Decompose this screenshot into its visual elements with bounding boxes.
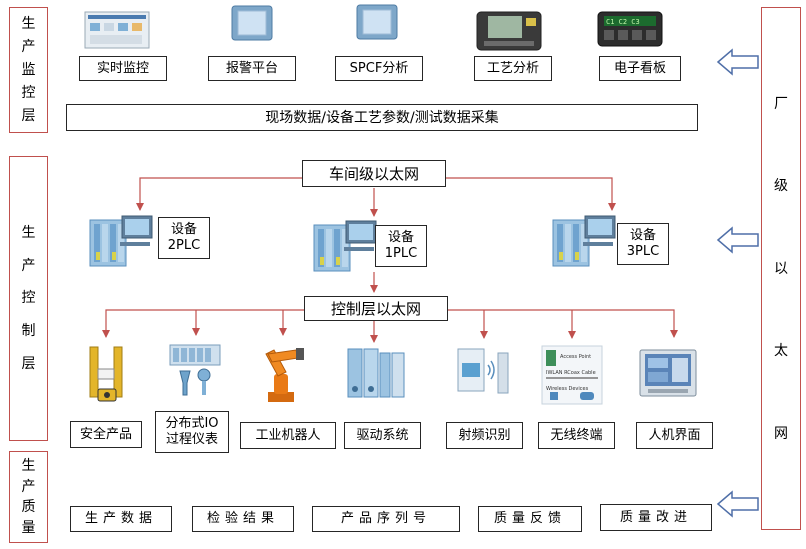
- layer-monitor: 生 产 监 控 层: [9, 7, 48, 133]
- plc3-label: 设备 3PLC: [617, 223, 669, 265]
- drive-system-icon: [347, 348, 405, 398]
- quality-item: 质量反馈: [478, 506, 582, 532]
- rfid-icon: [457, 348, 509, 394]
- factory-char: 级: [774, 178, 788, 194]
- svg-text:C1 C2 C3: C1 C2 C3: [606, 18, 640, 26]
- layer-quality: 生 产 质 量: [9, 451, 48, 543]
- arrow-monitor-icon: [716, 48, 759, 76]
- monitor-item: SPCF分析: [335, 56, 423, 81]
- hmi-icon: [639, 349, 697, 397]
- layer-char: 产: [21, 257, 36, 274]
- layer-char: 生: [21, 224, 36, 241]
- control-item: 安全产品: [70, 421, 142, 448]
- control-item: 工业机器人: [240, 422, 336, 449]
- layer-char: 制: [21, 323, 36, 340]
- control-item: 射频识别: [446, 422, 523, 449]
- control-item-line: 分布式IO: [165, 416, 219, 431]
- control-item: 人机界面: [636, 422, 713, 449]
- spcf-analysis-icon: [356, 4, 398, 40]
- plc-line: 设备: [170, 222, 197, 237]
- layer-char: 生: [21, 457, 36, 474]
- layer-control: 生 产 控 制 层: [9, 156, 48, 441]
- safety-product-icon: [89, 346, 123, 402]
- layer-char: 产: [21, 478, 36, 495]
- control-item: 无线终端: [538, 422, 615, 449]
- control-item: 驱动系统: [344, 422, 421, 449]
- alarm-platform-icon: [231, 5, 273, 41]
- collection-bar: 现场数据/设备工艺参数/测试数据采集: [66, 104, 698, 131]
- plc-line: 设备: [629, 228, 656, 243]
- layer-char: 量: [21, 520, 36, 537]
- monitor-item: 电子看板: [599, 56, 681, 81]
- layer-char: 层: [21, 108, 36, 124]
- plc-line: 3PLC: [626, 244, 660, 259]
- layer-char: 控: [21, 85, 36, 101]
- plc-line: 2PLC: [167, 238, 201, 253]
- layer-char: 产: [21, 39, 36, 55]
- wireless-terminal-icon: Access Point IWLAN RCoax Cable Wireless …: [541, 345, 603, 405]
- factory-ethernet: 厂 级 以 太 网: [761, 7, 801, 530]
- layer-char: 生: [21, 16, 36, 32]
- svg-text:Access Point: Access Point: [560, 354, 591, 360]
- monitor-item: 报警平台: [208, 56, 296, 81]
- quality-item: 质量改进: [600, 504, 712, 531]
- plc1-icon: [313, 220, 377, 272]
- plc2-icon: [89, 215, 153, 267]
- control-item: 分布式IO 过程仪表: [155, 411, 229, 453]
- svg-text:IWLAN RCoax Cable: IWLAN RCoax Cable: [546, 370, 596, 376]
- control-item-line: 过程仪表: [165, 432, 218, 447]
- plc-line: 设备: [387, 230, 414, 245]
- plc2-label: 设备 2PLC: [158, 217, 210, 259]
- monitor-item: 实时监控: [79, 56, 167, 81]
- layer-char: 质: [21, 499, 36, 516]
- factory-char: 以: [774, 260, 788, 277]
- electronic-board-icon: C1 C2 C3: [597, 11, 663, 47]
- arrow-control-icon: [716, 226, 759, 254]
- layer-char: 控: [21, 290, 36, 307]
- quality-item: 生产数据: [70, 506, 172, 532]
- plc3-icon: [552, 215, 616, 267]
- control-ethernet: 控制层以太网: [304, 296, 448, 321]
- layer-char: 监: [21, 62, 36, 78]
- process-analysis-icon: [476, 11, 542, 51]
- realtime-monitor-icon: [84, 11, 150, 49]
- industrial-robot-icon: [265, 348, 304, 402]
- monitor-item: 工艺分析: [474, 56, 552, 81]
- factory-char: 厂: [774, 95, 788, 112]
- factory-char: 网: [774, 425, 788, 442]
- layer-char: 层: [21, 356, 36, 373]
- plc-line: 1PLC: [384, 246, 418, 261]
- workshop-ethernet: 车间级以太网: [302, 160, 446, 187]
- plc1-label: 设备 1PLC: [375, 225, 427, 267]
- quality-item: 产品序列号: [312, 506, 460, 532]
- svg-text:Wireless Devices: Wireless Devices: [546, 386, 589, 392]
- quality-item: 检验结果: [192, 506, 294, 532]
- arrow-quality-icon: [716, 490, 759, 518]
- distributed-io-icon: [169, 344, 221, 396]
- factory-char: 太: [774, 343, 788, 359]
